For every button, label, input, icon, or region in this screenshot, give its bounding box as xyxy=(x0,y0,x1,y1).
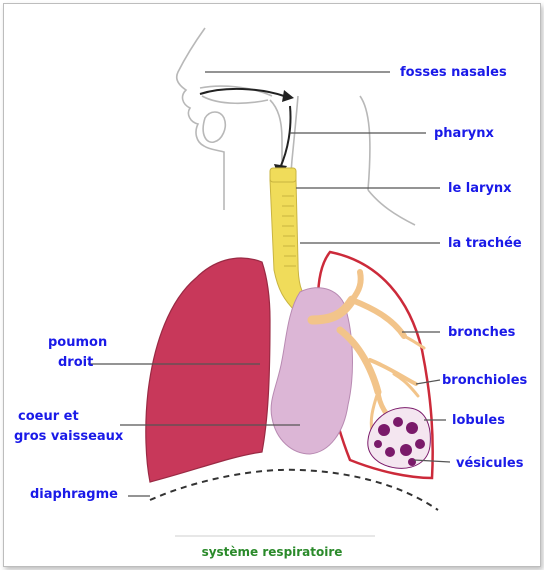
label-coeur-line1: coeur et xyxy=(18,409,79,424)
label-trachee: la trachée xyxy=(448,236,522,251)
label-poumon-droit-line2: droit xyxy=(58,355,93,370)
label-lobules: lobules xyxy=(452,413,505,428)
label-vesicules: vésicules xyxy=(456,456,524,471)
right-lung xyxy=(146,258,270,482)
label-poumon-droit-line1: poumon xyxy=(48,335,107,350)
caption: système respiratoire xyxy=(202,545,343,559)
label-larynx: le larynx xyxy=(448,181,512,196)
label-fosses-nasales: fosses nasales xyxy=(400,65,507,80)
label-coeur-line2: gros vaisseaux xyxy=(14,429,124,444)
label-bronches: bronches xyxy=(448,325,516,340)
diaphragm xyxy=(150,470,438,510)
label-diaphragme: diaphragme xyxy=(30,487,118,502)
label-pharynx: pharynx xyxy=(434,126,494,141)
label-bronchioles: bronchioles xyxy=(442,373,528,388)
